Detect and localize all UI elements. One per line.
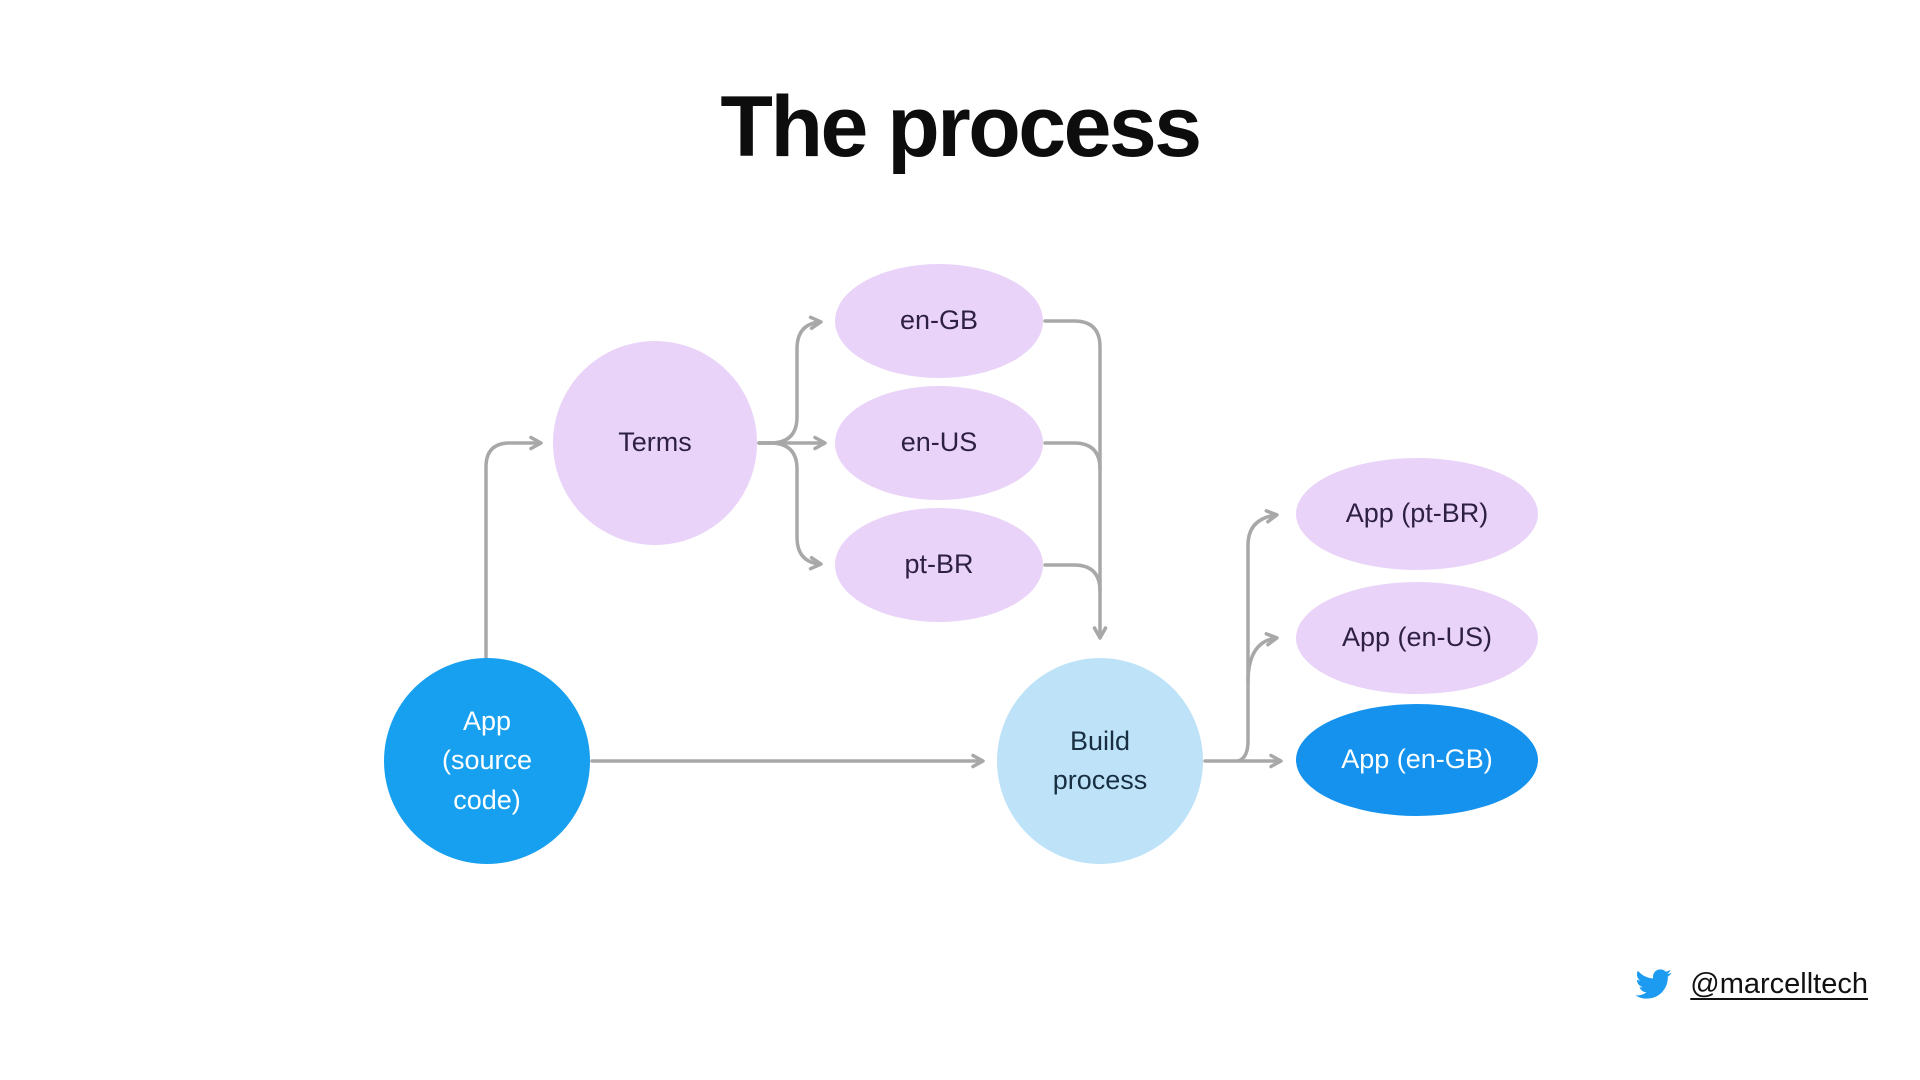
edge-engb-to-build [1043,319,1108,640]
edge-build-to-app-enus [1246,632,1279,684]
node-label: App (en-GB) [1341,744,1493,775]
edge-build-to-app-ptbr [1236,509,1279,763]
node-label: App (en-US) [1341,622,1493,653]
node-app-pt-br: App (pt-BR) [1296,458,1538,570]
node-build-process: Build process [997,658,1203,864]
twitter-handle-link[interactable]: @marcelltech [1690,967,1868,1000]
edge-ptbr-to-build [1043,563,1102,593]
node-app-en-gb: App (en-GB) [1296,704,1538,816]
edge-enus-to-build [1043,441,1102,471]
node-label: Terms [618,427,692,458]
node-en-gb: en-GB [835,264,1043,378]
page-title: The process [720,79,1202,175]
edge-terms-to-ptbr [757,441,823,571]
node-label: en-GB [899,305,979,336]
node-label: pt-BR [904,549,974,580]
node-label: Build process [1052,725,1148,795]
footer-credit: @marcelltech [1632,966,1868,1002]
node-app-en-us: App (en-US) [1296,582,1538,694]
edge-source-to-terms [484,435,543,660]
node-en-us: en-US [835,386,1043,500]
node-label: App (source code) [441,706,533,815]
twitter-bird-icon [1635,969,1672,999]
node-pt-br: pt-BR [835,508,1043,622]
edge-terms-to-engb [757,315,823,445]
node-terms: Terms [553,341,757,545]
node-app-source-code: App (source code) [384,658,590,864]
node-label: App (pt-BR) [1345,498,1489,529]
node-label: en-US [900,427,978,458]
